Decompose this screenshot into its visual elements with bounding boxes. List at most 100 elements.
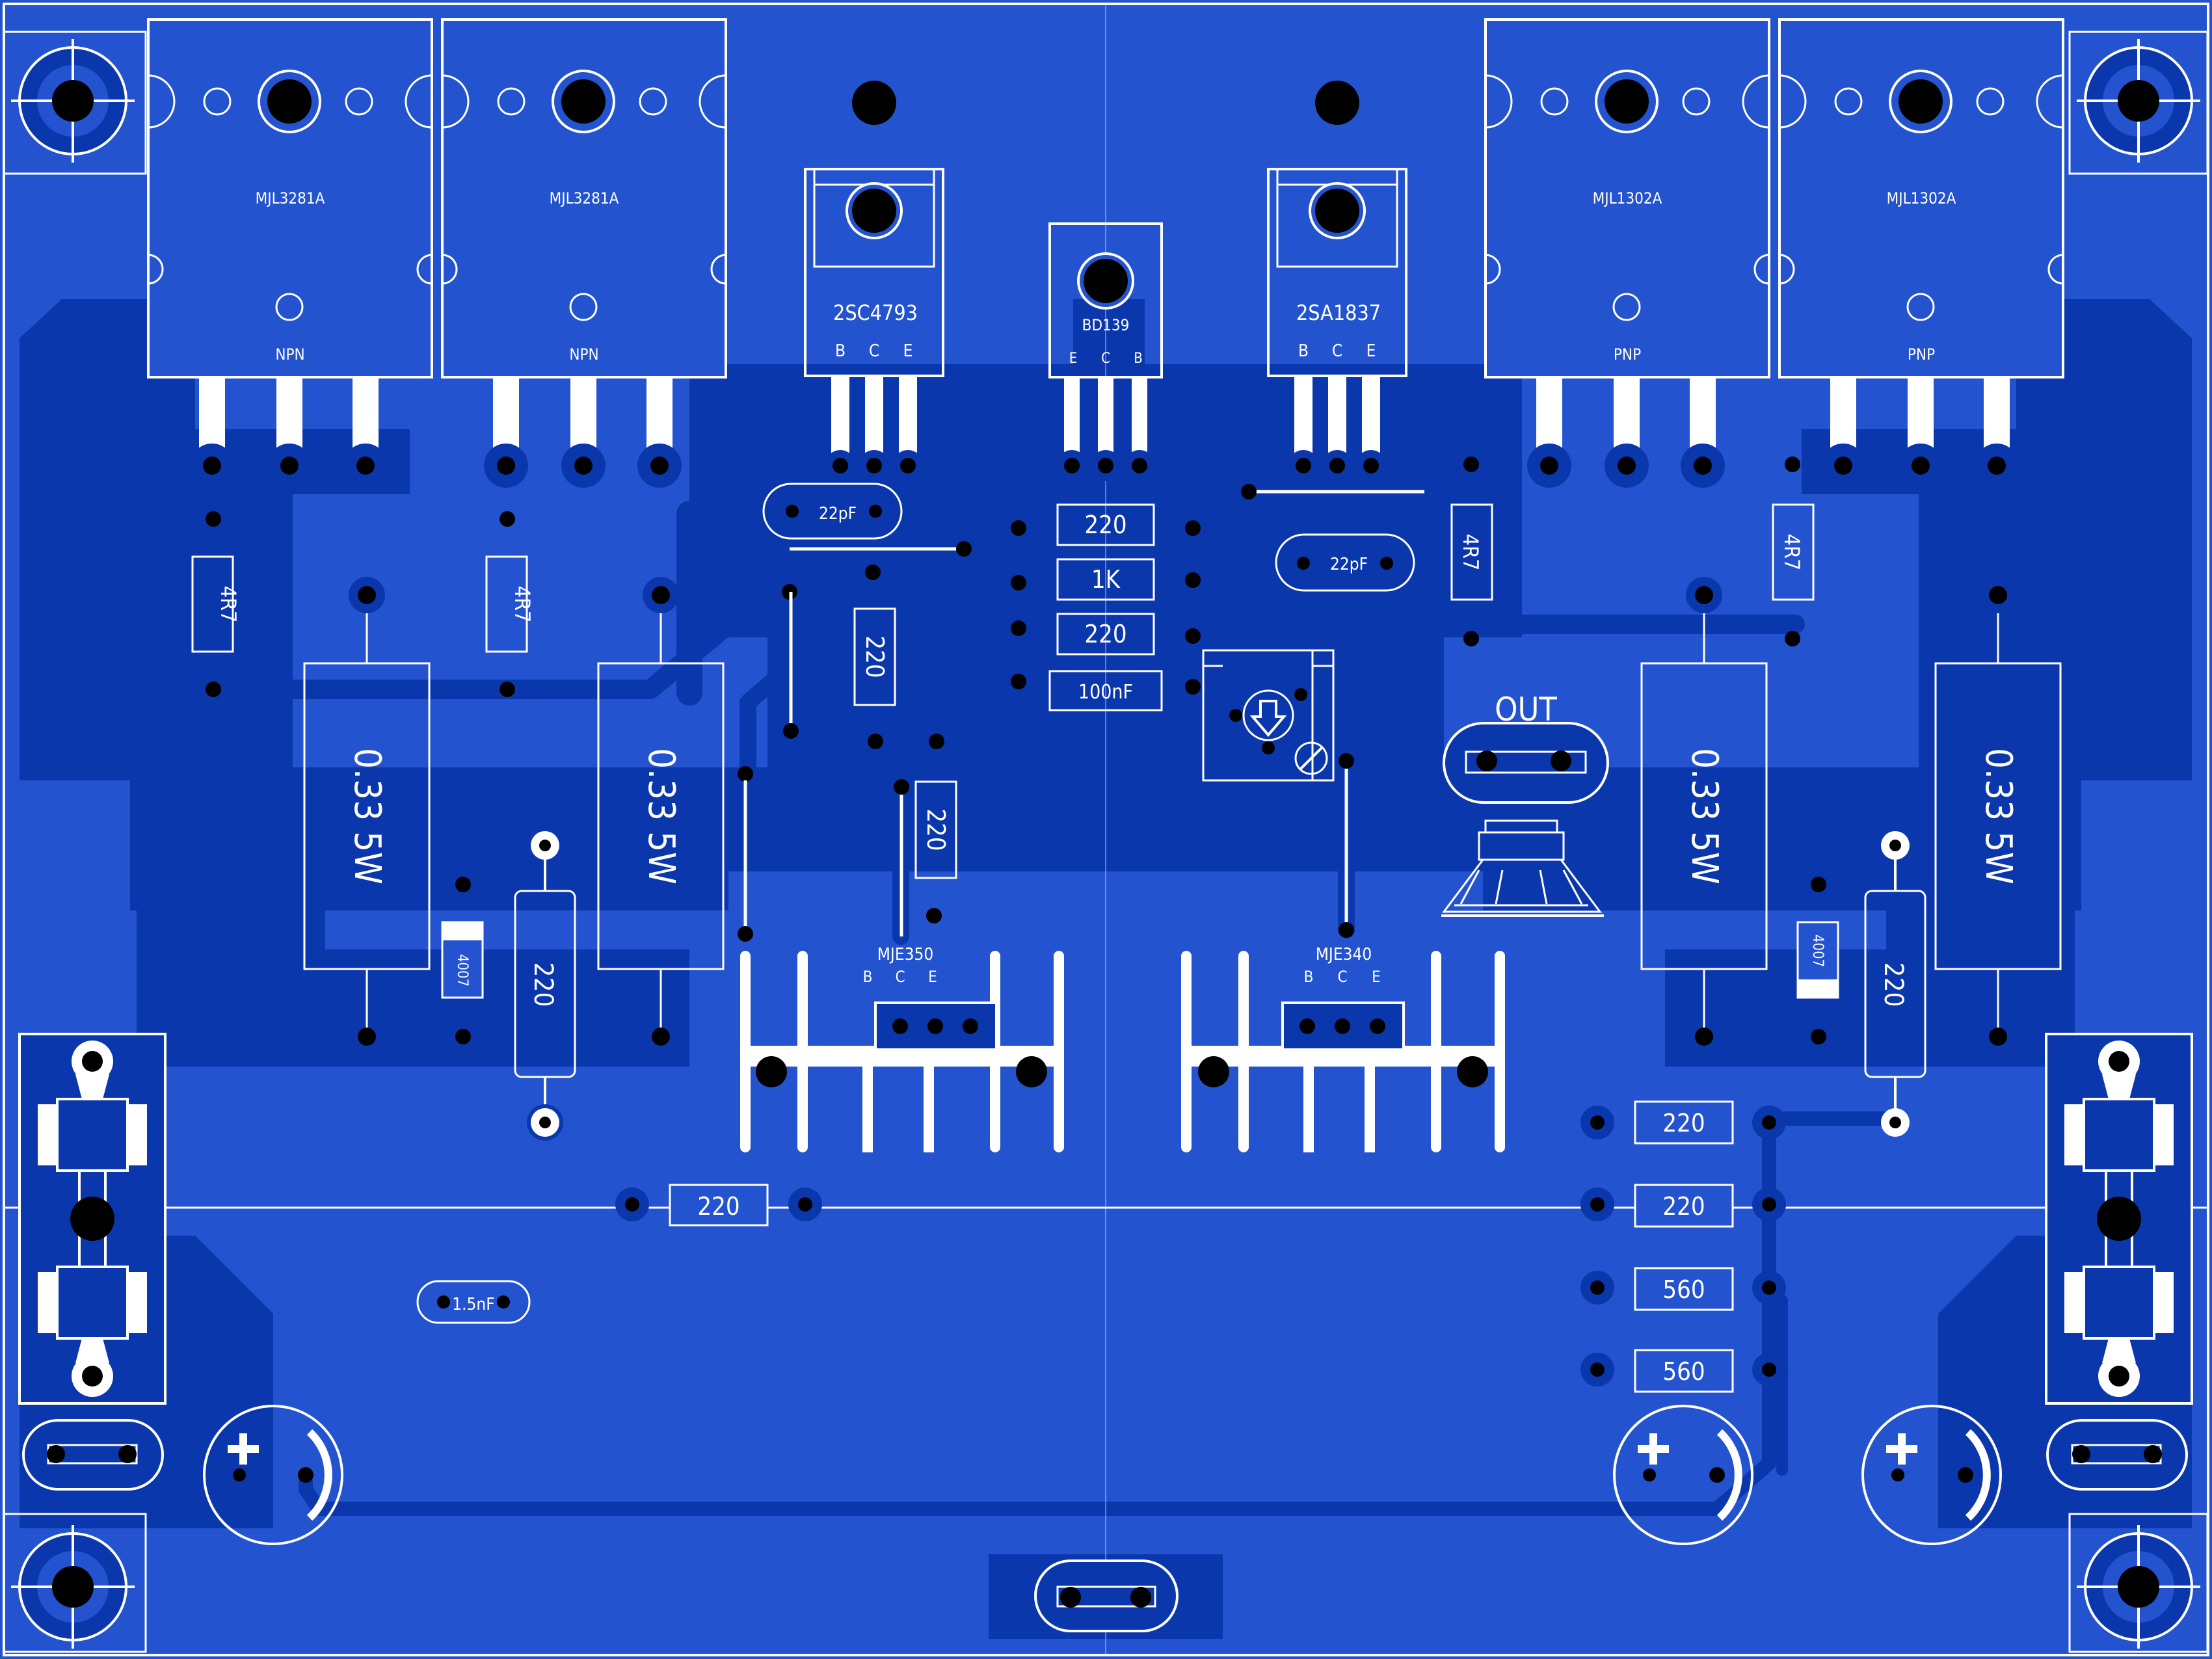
transistor-type: NPN <box>275 345 304 364</box>
svg-text:4R7: 4R7 <box>1779 534 1804 571</box>
driver-transistor-2sc4793: 2SC4793 B C E <box>804 168 944 377</box>
transistor-type: PNP <box>1614 345 1641 364</box>
center-vias <box>782 484 1257 695</box>
resistor-220-a: 220 <box>1056 503 1155 546</box>
trimmer-potentiometer[interactable] <box>1202 649 1335 782</box>
resistor-4r7-3: 4R7 <box>1450 457 1493 646</box>
bias-transistor-bd139: BD139 E C B <box>1048 222 1163 378</box>
power-transistor-part: MJL1302A <box>1593 189 1662 207</box>
svg-text:220: 220 <box>1878 962 1908 1007</box>
capacitor-1-5nf: 1.5nF <box>416 1280 531 1324</box>
power-transistor-q1: MJL3281A NPN <box>147 18 433 378</box>
resistor-4r7-1: 4R7 <box>191 511 241 697</box>
mounting-hole-top-right <box>2068 31 2209 175</box>
pin-label: E <box>1372 968 1381 986</box>
svg-text:220: 220 <box>1662 1192 1705 1221</box>
mounting-hole-bottom-right <box>2068 1513 2209 1653</box>
svg-text:220: 220 <box>1084 620 1126 648</box>
heatsink-part: MJE340 <box>1316 945 1372 964</box>
svg-text:560: 560 <box>1662 1357 1705 1386</box>
heatsink-part: MJE350 <box>877 945 934 964</box>
svg-text:560: 560 <box>1662 1275 1705 1304</box>
resistor-4r7-2: 4R7 <box>485 511 535 697</box>
arrow-down-icon <box>1249 700 1287 737</box>
pin-label: C <box>1332 341 1342 361</box>
resistor-220-vertical-2: 220 <box>914 780 957 879</box>
svg-text:100nF: 100nF <box>1078 681 1133 704</box>
power-connector-ground[interactable] <box>1034 1559 1179 1632</box>
power-transistor-legs <box>190 377 2019 488</box>
mounting-hole-bottom-left <box>3 1513 147 1653</box>
power-transistor-part: MJL3281A <box>550 189 619 207</box>
svg-text:0.33 5W: 0.33 5W <box>640 748 682 884</box>
resistor-033-4: 0.33 5W <box>1934 577 2062 1046</box>
svg-text:4007: 4007 <box>454 954 470 987</box>
pin-label: C <box>869 341 879 361</box>
power-transistor-q3: MJL1302A PNP <box>1484 18 1770 378</box>
svg-text:0.33 5W: 0.33 5W <box>346 748 388 884</box>
mounting-hole-top-left <box>3 31 147 175</box>
driver-part: BD139 <box>1082 316 1130 334</box>
svg-text:0.33 5W: 0.33 5W <box>1977 748 2019 884</box>
svg-text:22pF: 22pF <box>819 504 857 524</box>
plus-icon <box>228 1433 259 1465</box>
power-connector-left[interactable] <box>22 1419 164 1491</box>
driver-part: 2SC4793 <box>833 300 918 325</box>
svg-text:220: 220 <box>860 635 889 678</box>
mount-hole-driver-right <box>1315 81 1359 125</box>
resistor-033-3: 0.33 5W <box>1640 577 1768 1046</box>
svg-text:4R7: 4R7 <box>510 586 535 623</box>
transistor-type: PNP <box>1908 345 1935 364</box>
svg-text:4007: 4007 <box>1809 935 1826 967</box>
pin-label: C <box>895 968 905 986</box>
capacitor-100nf: 100nF <box>1048 670 1163 711</box>
resistor-220-bottom-left: 220 <box>615 1184 822 1227</box>
pin-label: E <box>1366 341 1376 361</box>
output-connector[interactable]: OUT <box>1443 691 1609 804</box>
power-transistor-part: MJL3281A <box>256 189 325 207</box>
pin-label: E <box>928 968 937 986</box>
driver-part: 2SA1837 <box>1296 300 1381 325</box>
svg-text:1K: 1K <box>1091 565 1121 594</box>
power-transistor-q4: MJL1302A PNP <box>1778 18 2064 378</box>
board-edge <box>3 3 2209 1656</box>
resistor-220-vertical-1: 220 <box>853 607 896 706</box>
power-transistor-part: MJL1302A <box>1887 189 1956 207</box>
fuse-holder-left <box>18 1033 167 1405</box>
pin-label: B <box>835 341 846 361</box>
power-transistor-q2: MJL3281A NPN <box>441 18 727 378</box>
resistor-220-side-right: 220 <box>1864 831 1926 1137</box>
resistor-220-b: 220 <box>1056 613 1155 656</box>
svg-text:0.33 5W: 0.33 5W <box>1683 748 1726 884</box>
speaker-icon <box>1441 819 1604 917</box>
heatsink-right: MJE340 B C E <box>1181 945 1505 1152</box>
resistor-033-2: 0.33 5W <box>597 577 725 1046</box>
pin-label: B <box>1134 351 1143 367</box>
electrolytic-capacitor-1 <box>203 1405 343 1545</box>
electrolytic-capacitor-3 <box>1861 1405 2002 1545</box>
resistor-4r7-4: 4R7 <box>1772 457 1815 646</box>
heatsink-left: MJE350 B C E <box>740 945 1064 1152</box>
transistor-type: NPN <box>569 345 598 364</box>
svg-text:220: 220 <box>1084 511 1126 539</box>
mount-hole-driver-left <box>852 81 896 125</box>
resistor-033-1: 0.33 5W <box>303 577 431 1046</box>
resistor-1k: 1K <box>1056 558 1155 601</box>
svg-text:220: 220 <box>922 808 950 851</box>
fuse-holder-right <box>2045 1033 2193 1405</box>
capacitor-22pf-right: 22pF <box>1275 533 1415 592</box>
power-connector-right[interactable] <box>2046 1419 2188 1491</box>
diode-4007-left: 4007 <box>441 877 484 1044</box>
svg-text:220: 220 <box>697 1192 740 1221</box>
capacitor-22pf-left: 22pF <box>762 483 903 540</box>
svg-text:22pF: 22pF <box>1330 555 1368 574</box>
pin-label: E <box>1069 351 1078 367</box>
pin-label: E <box>903 341 913 361</box>
svg-text:4R7: 4R7 <box>1458 534 1483 571</box>
pin-label: C <box>1101 351 1110 367</box>
resistor-220-side-left: 220 <box>514 831 576 1141</box>
svg-text:220: 220 <box>1662 1109 1705 1137</box>
electrolytic-capacitor-2 <box>1613 1405 1753 1545</box>
